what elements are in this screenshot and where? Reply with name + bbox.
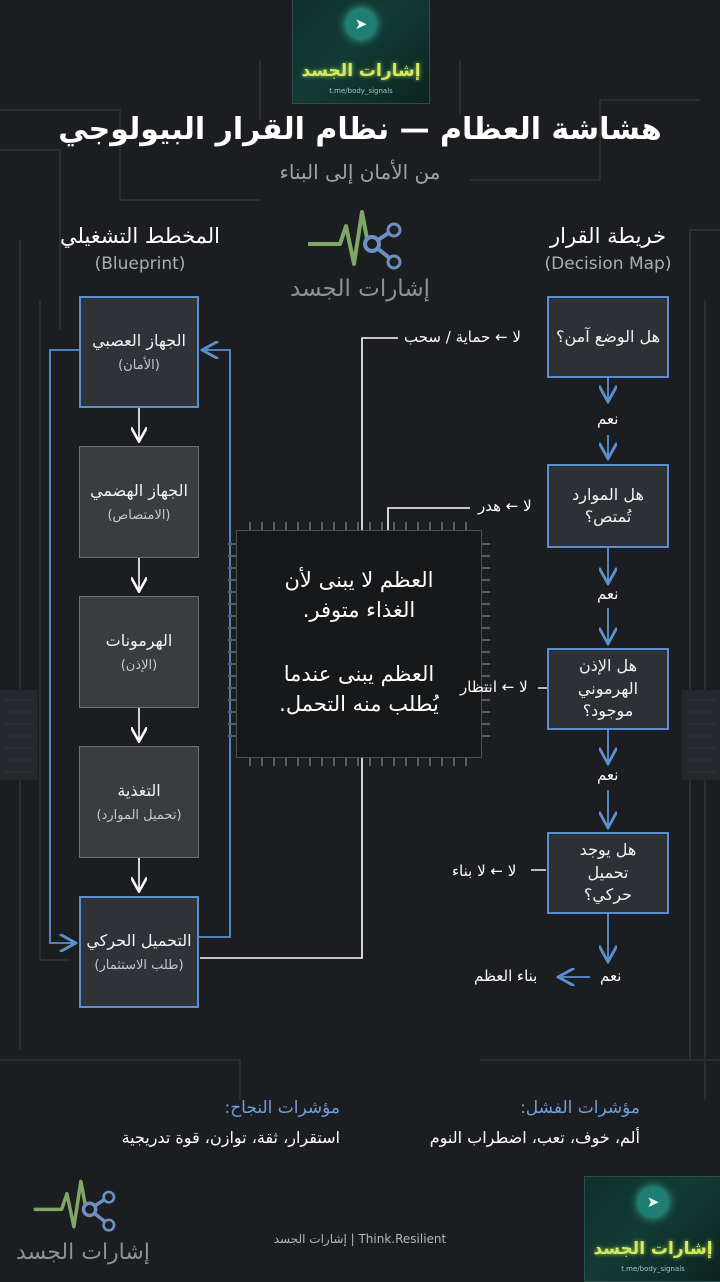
success-indicators-text: استقرار، ثقة، توازن، قوة تدريجية — [121, 1128, 340, 1147]
yes-label-1: نعم — [597, 410, 619, 428]
step-subtitle: (تحميل الموارد) — [96, 808, 182, 823]
decision-question-loading: هل يوجد تحميل حركي؟ — [547, 832, 669, 914]
step-title: التغذية — [117, 781, 161, 800]
decision-question-absorbed: هل الموارد تُمتص؟ — [547, 464, 669, 548]
step-subtitle: (طلب الاستثمار) — [94, 958, 184, 973]
result-bone-building: بناء العظم — [474, 967, 538, 985]
step-title: الجهاز الهضمي — [90, 481, 188, 500]
blueprint-subheading: (Blueprint) — [94, 254, 186, 274]
brand-tile-url: t.me/body_signals — [329, 87, 393, 95]
blueprint-step-digestive-system: الجهاز الهضمي (الامتصاص) — [79, 446, 199, 558]
failure-indicators-title: مؤشرات الفشل: — [520, 1098, 640, 1118]
pulse-logo-icon — [33, 1179, 116, 1232]
no-label-wait: لا ← انتظار — [460, 678, 528, 696]
brand-tile-url: t.me/body_signals — [621, 1265, 685, 1273]
brand-tile-bottom: ➤ إشارات الجسد t.me/body_signals — [584, 1176, 720, 1282]
pulse-logo-icon — [308, 210, 402, 270]
center-chip: العظم لا يبنى لأن الغذاء متوفر. العظم يب… — [236, 530, 482, 758]
chip-line-3: العظم يبنى عندما — [283, 662, 435, 686]
chip-line-4: يُطلب منه التحمل. — [279, 692, 439, 716]
step-title: الجهاز العصبي — [92, 331, 186, 350]
brand-tile-text: إشارات الجسد — [301, 61, 421, 81]
decision-question-safe: هل الوضع آمن؟ — [547, 296, 669, 378]
brand-watermark-bottom: إشارات الجسد — [16, 1240, 150, 1265]
step-subtitle: (الإذن) — [120, 658, 158, 673]
chip-line-2: الغذاء متوفر. — [302, 598, 416, 622]
chip-line-1: العظم لا يبنى لأن — [284, 568, 434, 592]
yes-label-3: نعم — [597, 766, 619, 784]
blueprint-step-nervous-system: الجهاز العصبي (الأمان) — [79, 296, 199, 408]
brand-watermark-center: إشارات الجسد — [290, 276, 430, 302]
step-title: التحميل الحركي — [86, 931, 192, 950]
page-title: هشاشة العظام — نظام القرار البيولوجي — [58, 112, 662, 147]
blueprint-step-nutrition: التغذية (تحميل الموارد) — [79, 746, 199, 858]
success-indicators-title: مؤشرات النجاح: — [224, 1098, 340, 1118]
blueprint-step-motor-loading: التحميل الحركي (طلب الاستثمار) — [79, 896, 199, 1008]
page-subtitle: من الأمان إلى البناء — [279, 160, 441, 184]
step-subtitle: (الأمان) — [118, 358, 160, 373]
step-subtitle: (الامتصاص) — [107, 508, 171, 523]
telegram-icon: ➤ — [346, 9, 376, 39]
decision-map-subheading: (Decision Map) — [544, 254, 672, 274]
blueprint-heading: المخطط التشغيلي — [60, 224, 220, 248]
decision-map-heading: خريطة القرار — [550, 224, 666, 248]
failure-indicators-text: ألم، خوف، تعب، اضطراب النوم — [429, 1128, 640, 1147]
step-title: الهرمونات — [105, 631, 173, 650]
no-label-no-build: لا ← لا بناء — [452, 862, 517, 880]
footer-credit: إشارات الجسد | Think.Resilient — [273, 1232, 447, 1246]
yes-label-4: نعم — [600, 967, 622, 985]
no-label-protection: لا ← حماية / سحب — [404, 328, 521, 346]
yes-label-2: نعم — [597, 585, 619, 603]
no-label-waste: لا ← هدر — [478, 497, 532, 515]
brand-tile-top: ➤ إشارات الجسد t.me/body_signals — [292, 0, 430, 104]
blueprint-step-hormones: الهرمونات (الإذن) — [79, 596, 199, 708]
brand-tile-text: إشارات الجسد — [593, 1239, 713, 1259]
decision-question-hormonal: هل الإذن الهرموني موجود؟ — [547, 648, 669, 730]
telegram-icon: ➤ — [638, 1187, 668, 1217]
